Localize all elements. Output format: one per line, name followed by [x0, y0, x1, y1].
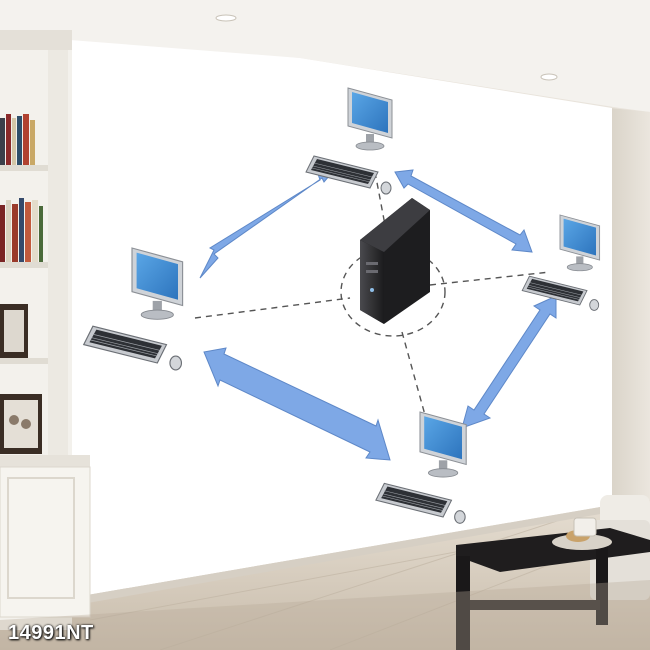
network-links [194, 171, 551, 416]
server-tower-icon [360, 198, 430, 324]
ceiling-light-right [540, 73, 558, 81]
floor [0, 500, 650, 650]
cup [573, 517, 597, 537]
ceiling [0, 0, 650, 112]
side-wall [610, 108, 650, 505]
image-code-label: 14991NT [8, 622, 94, 644]
ceiling-light-left [215, 14, 237, 22]
bookshelf [0, 30, 91, 630]
books [0, 114, 43, 262]
double-arrow-icon [199, 166, 557, 461]
mural-wall [70, 40, 612, 598]
coffee-table [456, 517, 650, 650]
baseboard [70, 505, 612, 606]
